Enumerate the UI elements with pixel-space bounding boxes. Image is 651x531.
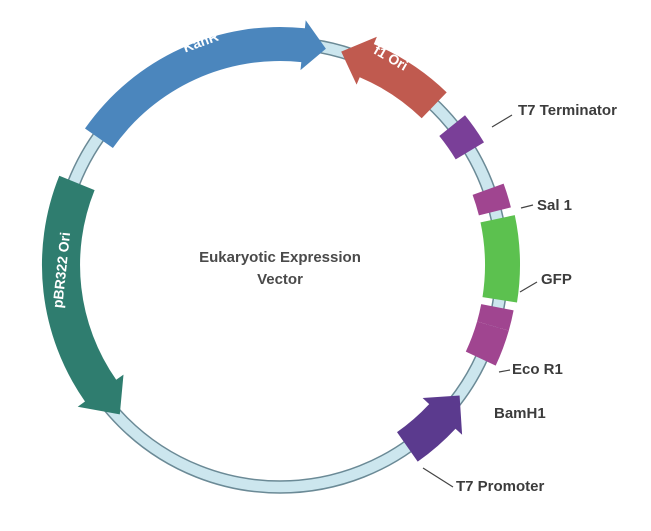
bamh1-label: BamH1 [494, 405, 546, 422]
t7-promoter-arrow [397, 395, 463, 462]
t7-terminator-label: T7 Terminator [518, 102, 617, 119]
ecor1-label: Eco R1 [512, 361, 563, 378]
sal1-site-block [472, 183, 511, 216]
t7-promoter-leader [422, 467, 454, 488]
ecor1-leader [498, 369, 511, 373]
bamh1-site-block [465, 321, 509, 366]
gfp-leader [519, 281, 538, 293]
sal1-label: Sal 1 [537, 197, 572, 214]
pbr322-ori-label: pBR322 Ori [49, 231, 73, 309]
ecor1-site-block [477, 304, 514, 331]
gfp-label: GFP [541, 271, 572, 288]
f1-ori-arrow [341, 36, 447, 119]
t7-terminator-leader [491, 114, 513, 128]
sal1-leader [520, 204, 534, 209]
gfp-gene-block [480, 215, 520, 303]
vector-title-line-1: Eukaryotic Expression [199, 249, 361, 266]
kanr-gene-arrow [85, 20, 326, 148]
t7-promoter-label: T7 Promoter [456, 478, 545, 495]
t7-terminator-block [439, 115, 484, 160]
pbr322-ori-arrow [41, 175, 124, 415]
vector-title-line-2: Vector [257, 271, 303, 288]
